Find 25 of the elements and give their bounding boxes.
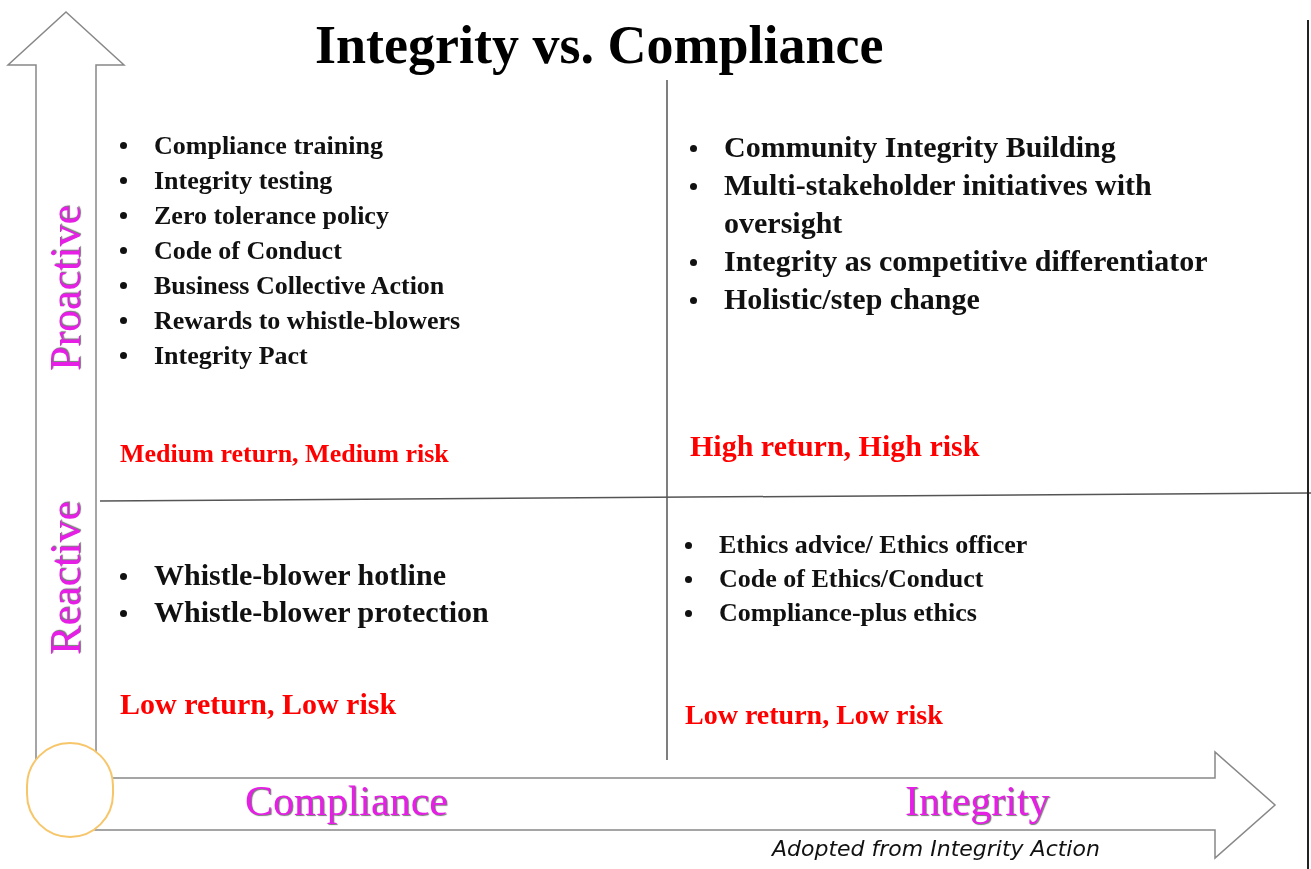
- bullet-item: Integrity testing: [120, 163, 665, 198]
- bullet-item: Whistle-blower hotline: [120, 556, 665, 593]
- risk-note: Low return, Low risk: [120, 686, 397, 722]
- bullet-item: Code of Conduct: [120, 233, 665, 268]
- risk-note: High return, High risk: [690, 428, 980, 464]
- source-note: Adopted from Integrity Action: [772, 838, 1100, 860]
- bullet-item: Whistle-blower protection: [120, 593, 665, 630]
- bullet-item: Ethics advice/ Ethics officer: [685, 528, 1295, 562]
- axis-label: Integrity: [905, 780, 1050, 822]
- bullet-item: Rewards to whistle-blowers: [120, 303, 665, 338]
- bullet-item: Business Collective Action: [120, 268, 665, 303]
- bullet-item: Compliance training: [120, 128, 665, 163]
- axis-label: Reactive: [44, 501, 88, 655]
- bullet-item: Zero tolerance policy: [120, 198, 665, 233]
- bullet-item: Compliance-plus ethics: [685, 596, 1295, 630]
- risk-note: Medium return, Medium risk: [120, 438, 449, 470]
- bullet-item: Integrity as competitive differentiator: [690, 242, 1220, 280]
- axis-label: Proactive: [44, 204, 88, 372]
- bullet-item: Code of Ethics/Conduct: [685, 562, 1295, 596]
- bullet-item: Integrity Pact: [120, 338, 665, 373]
- bullet-item: Community Integrity Building: [690, 128, 1220, 166]
- bullet-item: Multi-stakeholder initiatives with oversight: [690, 166, 1220, 242]
- risk-note: Low return, Low risk: [685, 698, 943, 732]
- axis-label: Compliance: [245, 780, 448, 822]
- bullet-item: Holistic/step change: [690, 280, 1220, 318]
